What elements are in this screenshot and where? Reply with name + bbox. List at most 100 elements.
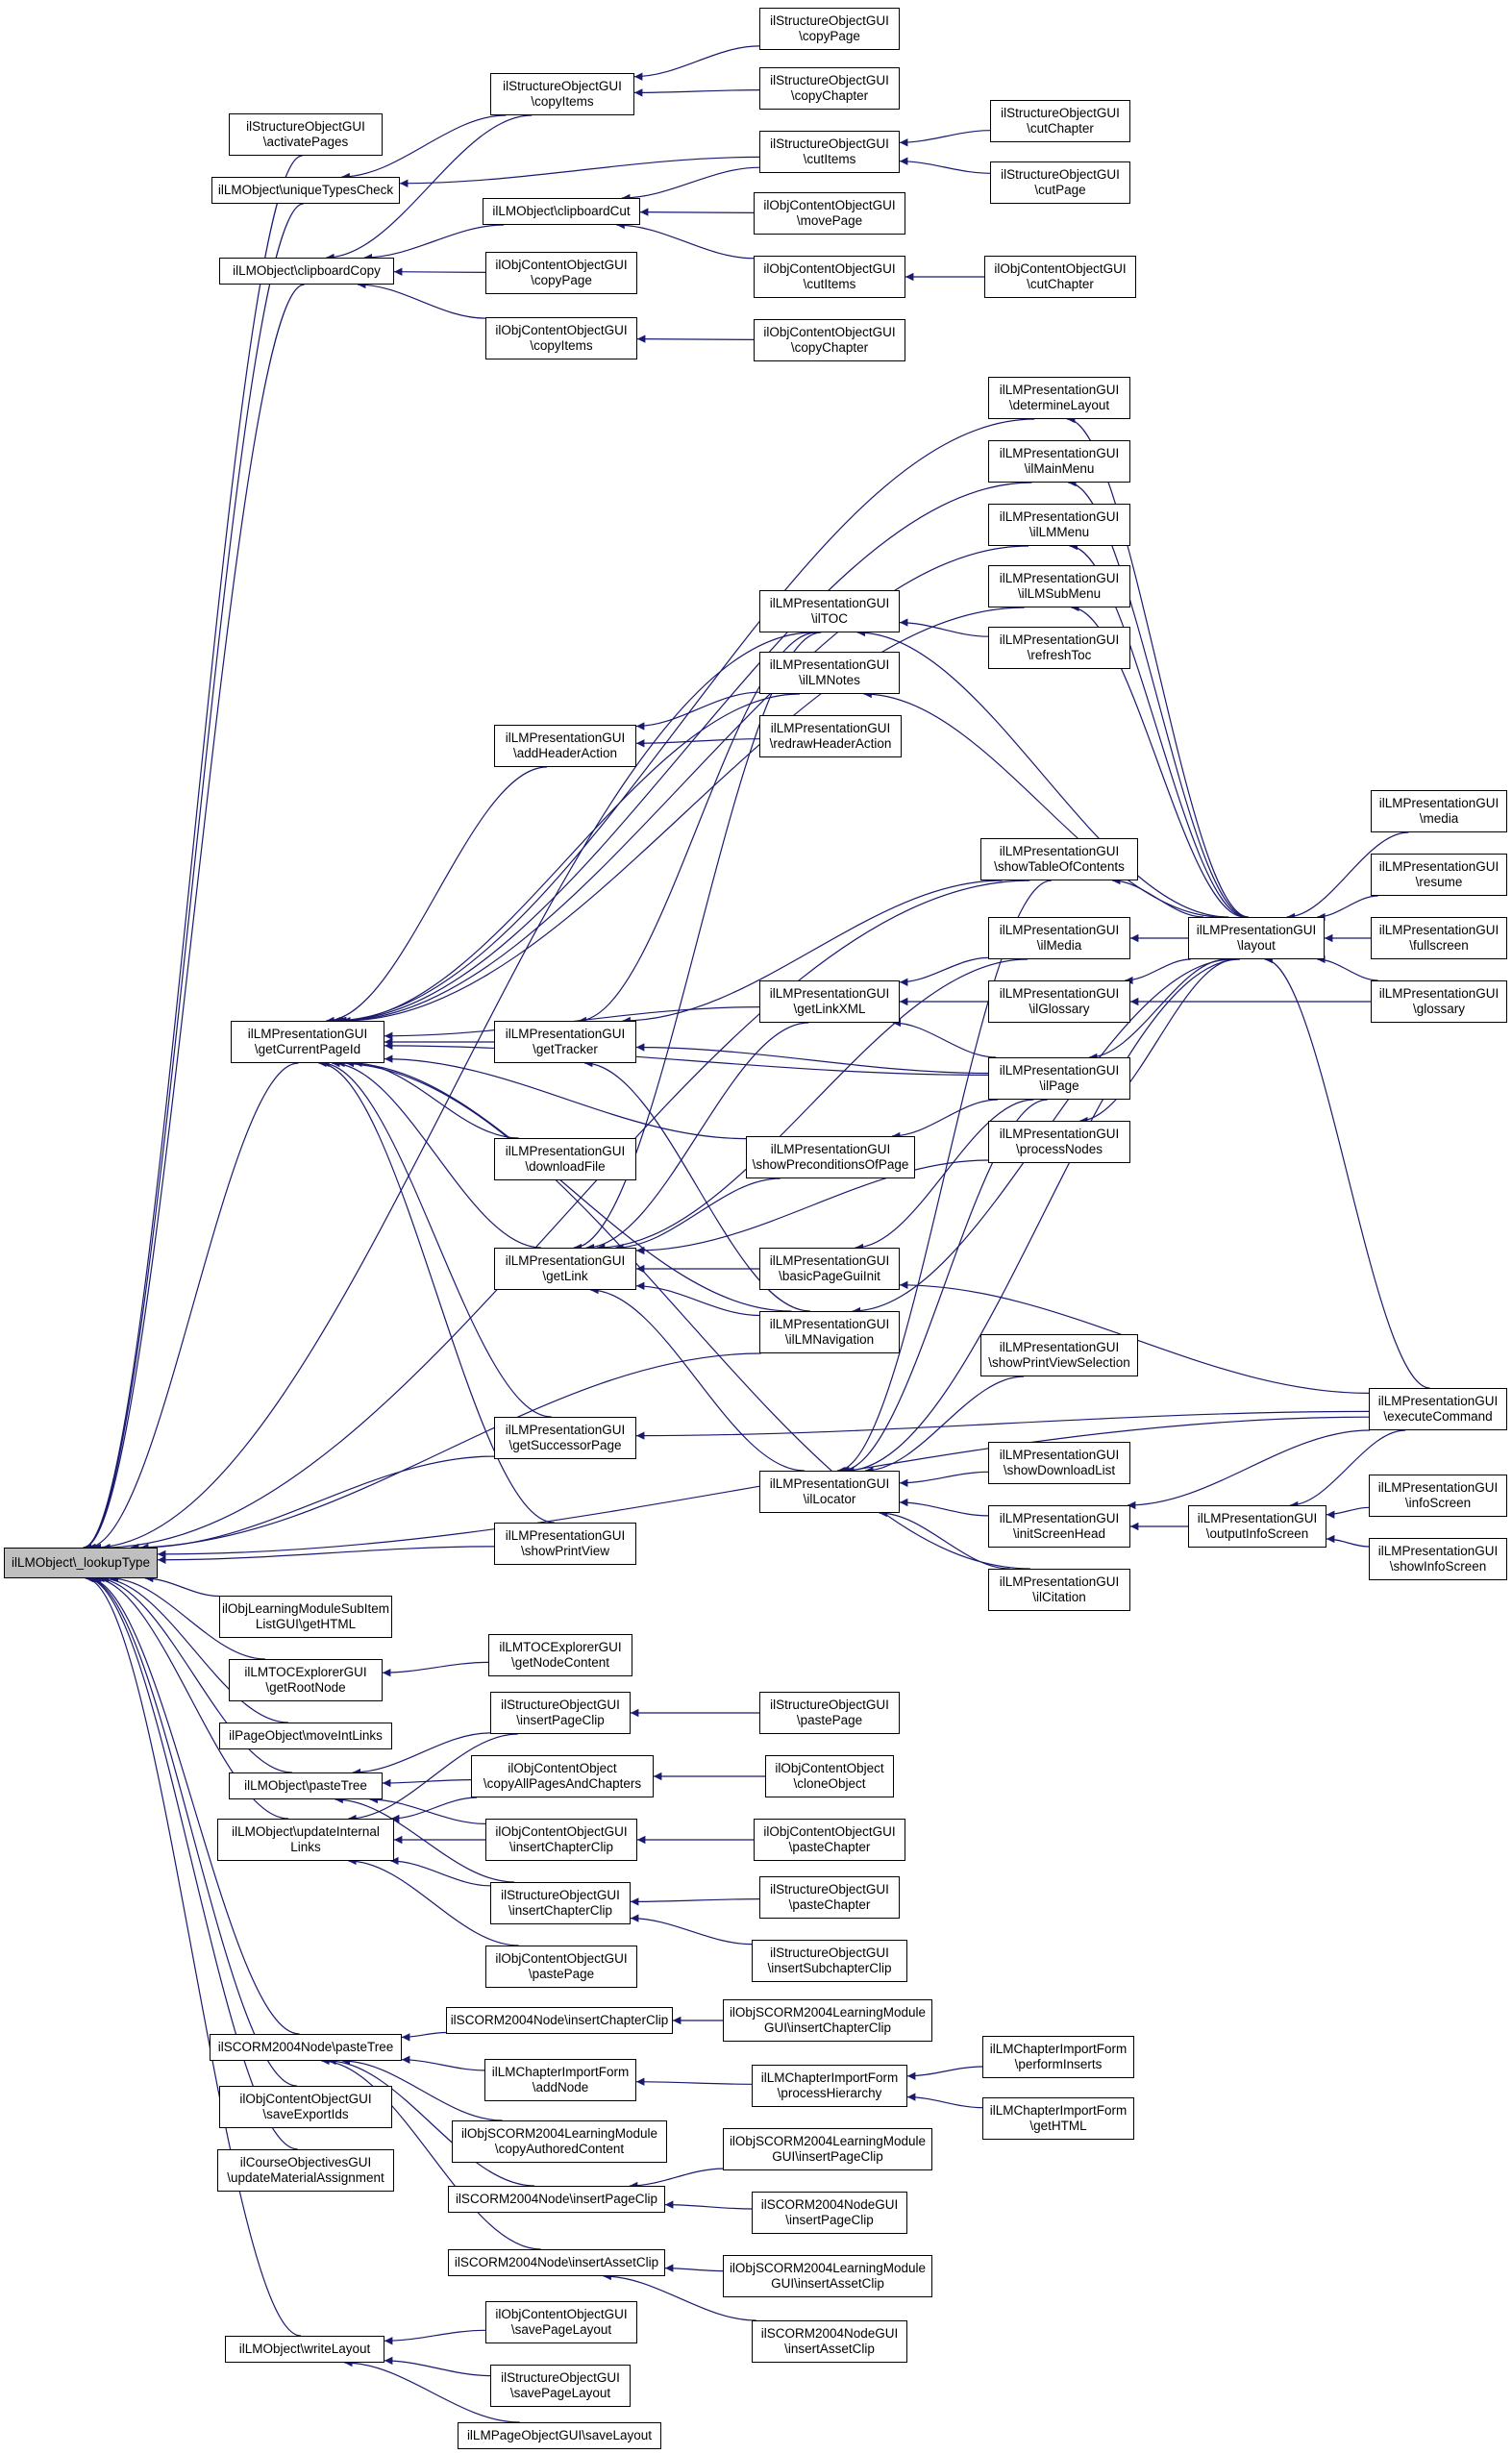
node-scn-insertassetclip[interactable]: ilSCORM2004NodeGUI\insertAssetClip [752,2320,907,2363]
node-refreshtoc[interactable]: ilLMPresentationGUI\refreshToc [988,627,1130,669]
call-edge-executeCommand-to-outputInfoScreen [1289,1429,1406,1510]
node-saveexportids[interactable]: ilObjContentObjectGUI\saveExportIds [219,2086,392,2128]
node-gettracker[interactable]: ilLMPresentationGUI\getTracker [494,1021,636,1063]
node-s-cutpage[interactable]: ilStructureObjectGUI\cutPage [990,161,1130,204]
node-showpreconditionsofpage[interactable]: ilLMPresentationGUI\showPreconditionsOfP… [746,1136,915,1178]
node-processnodes[interactable]: ilLMPresentationGUI\processNodes [988,1121,1130,1163]
node-ilcitation[interactable]: ilLMPresentationGUI\ilCitation [988,1569,1130,1611]
node-cif-gethtml[interactable]: ilLMChapterImportForm\getHTML [982,2097,1134,2140]
node-addheaderaction[interactable]: ilLMPresentationGUI\addHeaderAction [494,725,636,767]
node-oc-cutchapter[interactable]: ilObjContentObjectGUI\cutChapter [984,256,1136,298]
node-s-insertchapterclip[interactable]: ilStructureObjectGUI\insertChapterClip [490,1882,631,1924]
node-basicpageguiinit[interactable]: ilLMPresentationGUI\basicPageGuiInit [759,1248,900,1290]
node-oc-pastechapter[interactable]: ilObjContentObjectGUI\pasteChapter [754,1819,905,1861]
node-executecommand[interactable]: ilLMPresentationGUI\executeCommand [1369,1388,1507,1430]
node-s-savepagelayout[interactable]: ilStructureObjectGUI\savePageLayout [490,2365,631,2407]
node-illmnavigation[interactable]: ilLMPresentationGUI\ilLMNavigation [759,1311,900,1353]
node-illocator[interactable]: ilLMPresentationGUI\ilLocator [759,1471,900,1513]
node-s-pastepage[interactable]: ilStructureObjectGUI\pastePage [759,1692,900,1734]
call-edge-clipboardCut-to-clipboardCopy [363,224,505,262]
node-layout[interactable]: ilLMPresentationGUI\layout [1188,917,1325,959]
call-edge-getSuccessorPage-to-getCurrentPageId [321,1058,552,1418]
node-addnode[interactable]: ilLMChapterImportForm\addNode [484,2059,636,2101]
call-edge-s_copyItems-to-clipboardCopy [326,114,533,262]
call-edge-resume-to-layout [1317,895,1378,922]
node-s-pastechapter[interactable]: ilStructureObjectGUI\pasteChapter [759,1876,900,1919]
node-media[interactable]: ilLMPresentationGUI\media [1371,790,1507,832]
node-moveintlinks[interactable]: ilPageObject\moveIntLinks [219,1723,392,1749]
call-edge-layout-to-processNodes [1079,958,1236,1126]
node-s-copypage[interactable]: ilStructureObjectGUI\copyPage [759,8,900,50]
node-oc-copypage[interactable]: ilObjContentObjectGUI\copyPage [485,252,637,294]
node-copyauthoredcontent[interactable]: ilObjSCORM2004LearningModule\copyAuthore… [452,2120,667,2163]
node-savelayout[interactable]: ilLMPageObjectGUI\saveLayout [458,2422,661,2449]
node-oc-copychapter[interactable]: ilObjContentObjectGUI\copyChapter [754,319,905,361]
node-illmsubmenu[interactable]: ilLMPresentationGUI\ilLMSubMenu [988,565,1130,607]
node-resume[interactable]: ilLMPresentationGUI\resume [1371,854,1507,896]
node-updatematerialassignment[interactable]: ilCourseObjectivesGUI\updateMaterialAssi… [217,2149,394,2192]
node-illmmenu[interactable]: ilLMPresentationGUI\ilLMMenu [988,504,1130,546]
node-s-copyitems[interactable]: ilStructureObjectGUI\copyItems [490,73,634,115]
node-infoscreen[interactable]: ilLMPresentationGUI\infoScreen [1369,1475,1507,1517]
node-pastetree[interactable]: ilLMObject\pasteTree [229,1772,383,1799]
node-oc-movepage[interactable]: ilObjContentObjectGUI\movePage [754,192,905,235]
node-scn-insertpageclip[interactable]: ilSCORM2004NodeGUI\insertPageClip [752,2192,907,2234]
node-s-insertsubchapterclip[interactable]: ilStructureObjectGUI\insertSubchapterCli… [752,1940,907,1982]
node-ilglossary[interactable]: ilLMPresentationGUI\ilGlossary [988,980,1130,1023]
node-getcurrentpageid[interactable]: ilLMPresentationGUI\getCurrentPageId [231,1021,384,1063]
node-copyallpagesandchapters[interactable]: ilObjContentObject\copyAllPagesAndChapte… [471,1755,654,1797]
node-s-cutitems[interactable]: ilStructureObjectGUI\cutItems [759,131,900,173]
node-activatepages[interactable]: ilStructureObjectGUI\activatePages [229,113,383,156]
node-iltoc[interactable]: ilLMPresentationGUI\ilTOC [759,590,900,632]
node-oc-cutitems[interactable]: ilObjContentObjectGUI\cutItems [754,256,905,298]
node-getrootnode[interactable]: ilLMTOCExplorerGUI\getRootNode [229,1659,383,1701]
node-outputinfoscreen[interactable]: ilLMPresentationGUI\outputInfoScreen [1188,1505,1326,1548]
node-label-line: ilLMObject\writeLayout [238,2342,371,2356]
node-getlinkxml[interactable]: ilLMPresentationGUI\getLinkXML [759,980,900,1023]
node-cloneobject[interactable]: ilObjContentObject\cloneObject [765,1755,894,1797]
node-showinfoscreen[interactable]: ilLMPresentationGUI\showInfoScreen [1369,1538,1507,1580]
node-ilmainmenu[interactable]: ilLMPresentationGUI\ilMainMenu [988,440,1130,483]
node-initscreenhead[interactable]: ilLMPresentationGUI\initScreenHead [988,1505,1130,1548]
node-oc-insertchapterclip[interactable]: ilObjContentObjectGUI\insertChapterClip [485,1819,637,1861]
node-glossary[interactable]: ilLMPresentationGUI\glossary [1371,980,1507,1023]
node-showtableofcontents[interactable]: ilLMPresentationGUI\showTableOfContents [980,838,1138,880]
node-s-copychapter[interactable]: ilStructureObjectGUI\copyChapter [759,67,900,110]
node-s-cutchapter[interactable]: ilStructureObjectGUI\cutChapter [990,100,1130,142]
node-showprintview[interactable]: ilLMPresentationGUI\showPrintView [494,1523,636,1565]
node-performinserts[interactable]: ilLMChapterImportForm\performInserts [982,2036,1134,2078]
node-clipboardcut[interactable]: ilLMObject\clipboardCut [483,198,640,225]
node-s-insertpageclip[interactable]: ilStructureObjectGUI\insertPageClip [490,1692,631,1734]
node-oc-copyitems[interactable]: ilObjContentObjectGUI\copyItems [485,317,637,359]
node-sc-insertchapterclip[interactable]: ilSCORM2004Node\insertChapterClip [446,2007,673,2034]
node-sc-insertassetclip[interactable]: ilSCORM2004Node\insertAssetClip [448,2249,665,2276]
node-illmnotes[interactable]: ilLMPresentationGUI\ilLMNotes [759,652,900,694]
node-redrawheaderaction[interactable]: ilLMPresentationGUI\redrawHeaderAction [759,715,902,757]
node-sc-pastetree[interactable]: ilSCORM2004Node\pasteTree [210,2034,402,2061]
node-oc-savepagelayout[interactable]: ilObjContentObjectGUI\savePageLayout [485,2301,637,2343]
node-getnodecontent[interactable]: ilLMTOCExplorerGUI\getNodeContent [488,1634,632,1676]
node-downloadfile[interactable]: ilLMPresentationGUI\downloadFile [494,1138,636,1180]
node-lookup[interactable]: ilLMObject\_lookupType [4,1548,158,1578]
node-sc-insertpageclip[interactable]: ilSCORM2004Node\insertPageClip [448,2186,665,2213]
node-uniquetypescheck[interactable]: ilLMObject\uniqueTypesCheck [211,177,400,204]
node-getsuccessorpage[interactable]: ilLMPresentationGUI\getSuccessorPage [494,1417,636,1459]
node-getlink[interactable]: ilLMPresentationGUI\getLink [494,1248,636,1290]
node-ilpage[interactable]: ilLMPresentationGUI\ilPage [988,1057,1130,1100]
node-showdownloadlist[interactable]: ilLMPresentationGUI\showDownloadList [988,1442,1130,1484]
node-clipboardcopy[interactable]: ilLMObject\clipboardCopy [219,258,394,285]
node-oc-pastepage[interactable]: ilObjContentObjectGUI\pastePage [485,1946,637,1988]
node-writelayout[interactable]: ilLMObject\writeLayout [225,2336,384,2363]
node-ilmedia[interactable]: ilLMPresentationGUI\ilMedia [988,917,1130,959]
node-fullscreen[interactable]: ilLMPresentationGUI\fullscreen [1371,917,1507,959]
node-label-line: \executeCommand [1383,1409,1493,1424]
node-showprintviewselection[interactable]: ilLMPresentationGUI\showPrintViewSelecti… [980,1334,1138,1376]
call-edge-cif_getHTML-to-processHierarchy [906,2093,983,2109]
node-determinelayout[interactable]: ilLMPresentationGUI\determineLayout [988,377,1130,419]
node-processhierarchy[interactable]: ilLMChapterImportForm\processHierarchy [752,2065,907,2107]
